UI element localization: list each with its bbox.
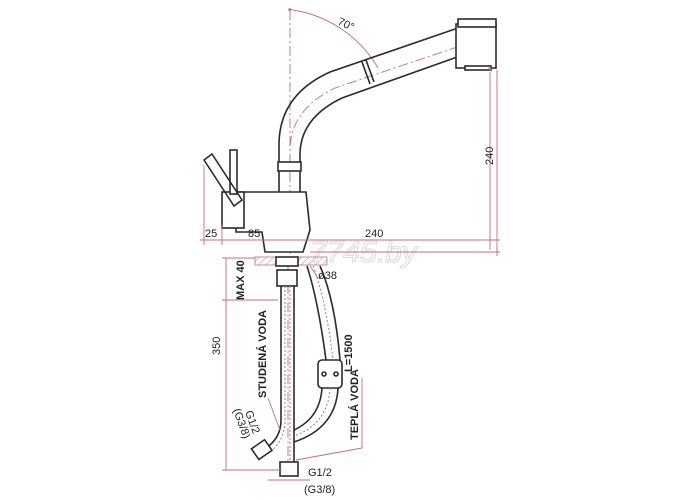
- body-width-label: 85: [248, 228, 260, 240]
- hoses: [250, 265, 343, 477]
- bottom-fitting: [279, 461, 299, 477]
- lever-handle: [229, 149, 238, 195]
- watermark: 7745.by: [310, 236, 419, 269]
- spray-head: [455, 23, 497, 69]
- lever-offset-label: 25: [205, 228, 217, 240]
- flex-hose-label: L=1500: [343, 334, 355, 372]
- bottom-thread-alt-label: (G3/8): [304, 484, 335, 496]
- horizontal-dimensions: 25 85 240 240: [200, 67, 500, 256]
- spout-joint: [361, 59, 375, 85]
- reach-label: 240: [365, 228, 383, 240]
- connector-nut: [276, 269, 298, 287]
- hose-labels: STUDENÁ VODA L=1500 TEPLÁ VODA G1/2 (G3/…: [222, 310, 363, 496]
- hot-water-label: TEPLÁ VODA: [348, 369, 361, 440]
- faucet-body: [202, 18, 497, 253]
- max-thickness-label: MAX 40: [235, 260, 247, 300]
- bottom-thread-label: G1/2: [308, 467, 332, 479]
- cold-water-label: STUDENÁ VODA: [256, 310, 269, 398]
- lever-open-position: [202, 152, 244, 208]
- side-fitting: [250, 438, 274, 461]
- angle-label: 70°: [336, 16, 356, 34]
- collar: [277, 161, 302, 172]
- hole-diameter-label: ø38: [318, 270, 337, 282]
- hose-length-label: 350: [211, 337, 223, 355]
- spout-height-label: 240: [484, 147, 496, 165]
